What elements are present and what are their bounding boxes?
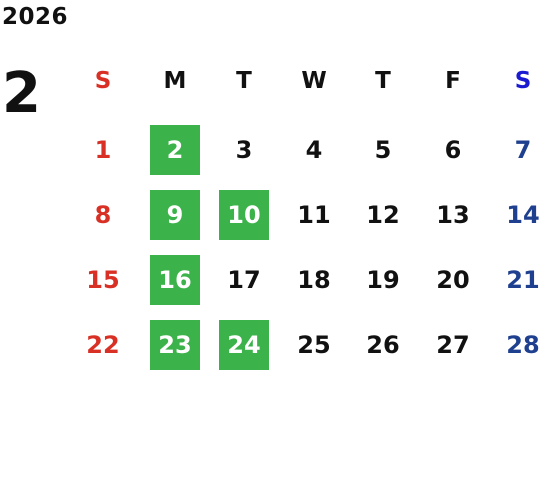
date-cell[interactable]: 14 [506,201,540,229]
weekday-header: W [301,68,327,94]
date-cell[interactable]: 7 [514,136,532,164]
date-cell[interactable]: 26 [366,331,400,359]
weekday-header: S [514,68,532,94]
date-cell[interactable]: 27 [436,331,470,359]
date-cell[interactable]: 18 [297,266,331,294]
weekday-header: T [375,68,391,94]
weekday-header: F [445,68,461,94]
date-cell[interactable]: 15 [86,266,120,294]
date-cell[interactable]: 20 [436,266,470,294]
date-cell[interactable]: 19 [366,266,400,294]
date-cell[interactable]: 8 [94,201,112,229]
year-label: 2026 [2,4,69,30]
date-cell[interactable]: 6 [444,136,462,164]
date-cell[interactable]: 3 [235,136,253,164]
date-cell[interactable]: 4 [305,136,323,164]
date-cell[interactable]: 1 [94,136,112,164]
highlighted-date-cell[interactable]: 23 [150,320,200,370]
date-cell[interactable]: 25 [297,331,331,359]
date-cell[interactable]: 22 [86,331,120,359]
weekday-header: T [236,68,252,94]
date-cell[interactable]: 13 [436,201,470,229]
date-cell[interactable]: 11 [297,201,331,229]
date-cell[interactable]: 28 [506,331,540,359]
highlighted-date-cell[interactable]: 16 [150,255,200,305]
highlighted-date-cell[interactable]: 10 [219,190,269,240]
month-label: 2 [2,61,41,126]
weekday-header: S [94,68,112,94]
date-cell[interactable]: 5 [374,136,392,164]
weekday-header: M [163,68,187,94]
highlighted-date-cell[interactable]: 9 [150,190,200,240]
date-cell[interactable]: 12 [366,201,400,229]
date-cell[interactable]: 21 [506,266,540,294]
highlighted-date-cell[interactable]: 2 [150,125,200,175]
date-cell[interactable]: 17 [227,266,261,294]
highlighted-date-cell[interactable]: 24 [219,320,269,370]
